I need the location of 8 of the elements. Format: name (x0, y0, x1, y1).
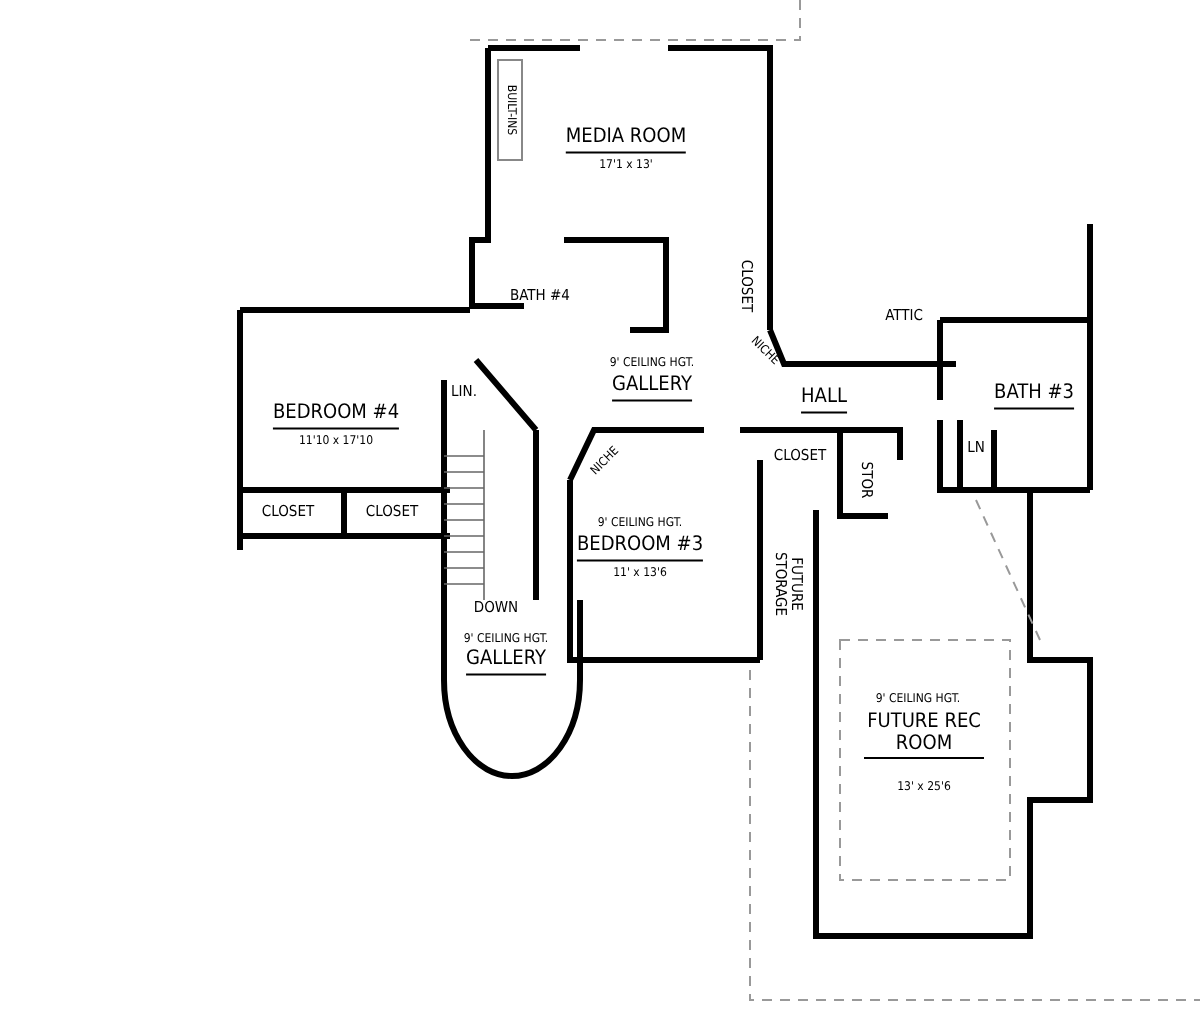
room-name: BEDROOM #4 (272, 403, 400, 429)
room-name: GALLERY (466, 649, 546, 675)
room-name: GALLERY (612, 375, 692, 401)
room-name: HALL (801, 387, 847, 413)
room-name: MEDIA ROOM (565, 127, 687, 153)
room-name: BEDROOM #3 (576, 535, 704, 561)
room-name: FUTURE REC ROOM (864, 713, 984, 759)
room-name: BATH #3 (994, 383, 1074, 409)
